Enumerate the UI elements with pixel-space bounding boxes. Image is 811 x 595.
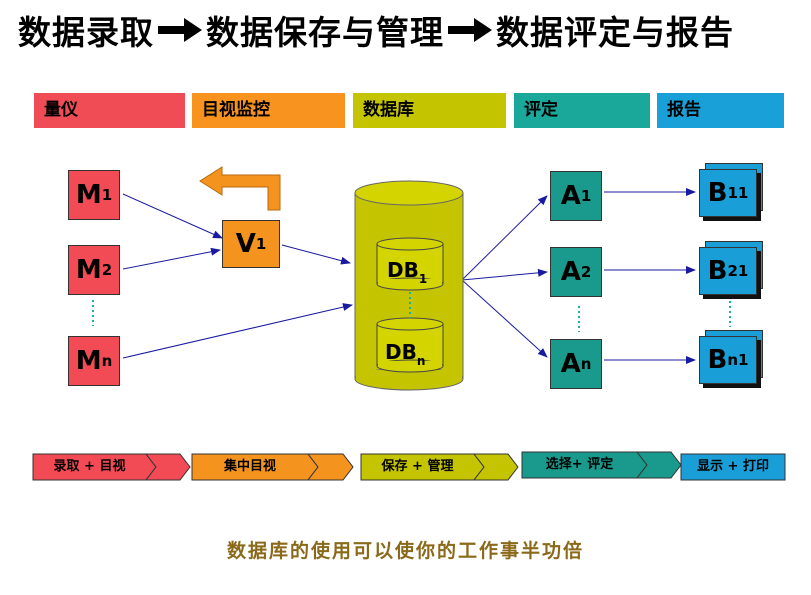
flow-step-select-evaluate: 选择+ 评定 — [545, 457, 614, 472]
monitor-v1-label: V — [235, 229, 256, 259]
return-arrow-icon — [199, 166, 281, 211]
report-b21-label: B — [707, 256, 728, 286]
monitor-v1-sub: 1 — [255, 235, 267, 253]
instrument-m2-sub: 2 — [101, 261, 113, 279]
header-instruments: 量仪 — [34, 93, 185, 128]
evaluation-a2-label: A — [560, 257, 581, 287]
flow-step-capture: 录取 + 目视 — [53, 459, 126, 474]
report-bn1-label: B — [707, 345, 728, 375]
database-dbn: DBn — [385, 340, 425, 368]
flow-step-central-monitoring: 集中目视 — [223, 459, 276, 474]
footer-caption: 数据库的使用可以使你的工作事半功倍 — [226, 540, 584, 562]
flow-step-display-print: 显示 + 打印 — [697, 459, 769, 474]
flow-step-save-manage: 保存 + 管理 — [381, 459, 454, 474]
title-step-1: 数据录取 — [18, 13, 154, 52]
title-step-3: 数据评定与报告 — [496, 13, 734, 52]
page-title: 数据录取 数据保存与管理 数据评定与报告 — [18, 6, 734, 54]
database-db1-label: DB — [387, 258, 419, 282]
flow-chevrons — [32, 451, 786, 481]
database-dbn-sub: n — [416, 354, 426, 368]
instrument-mn-label: M — [75, 346, 102, 376]
instrument-m1-label: M — [75, 180, 102, 210]
header-visual-monitoring: 目视监控 — [192, 93, 345, 128]
database-db1: DB1 — [387, 258, 427, 286]
title-step-2: 数据保存与管理 — [206, 13, 444, 52]
header-evaluation: 评定 — [514, 93, 650, 128]
arrow-right-icon — [158, 11, 202, 50]
header-report: 报告 — [657, 93, 784, 128]
header-database: 数据库 — [353, 93, 506, 128]
arrow-right-icon — [448, 11, 492, 50]
report-b21-sub: 21 — [727, 262, 749, 280]
evaluation-a1-label: A — [560, 181, 581, 211]
instrument-m2-label: M — [75, 255, 102, 285]
report-b11-label: B — [707, 178, 728, 208]
database-db1-sub: 1 — [418, 272, 428, 286]
evaluation-an-sub: n — [580, 355, 592, 373]
evaluation-a1-sub: 1 — [580, 187, 592, 205]
report-b11-sub: 11 — [727, 184, 749, 202]
evaluation-a2-sub: 2 — [580, 263, 592, 281]
database-cylinder — [354, 180, 464, 391]
evaluation-an-label: A — [560, 349, 581, 379]
instrument-mn-sub: n — [101, 352, 113, 370]
database-dbn-label: DB — [385, 340, 417, 364]
instrument-m1-sub: 1 — [101, 186, 113, 204]
report-bn1-sub: n1 — [727, 351, 749, 369]
